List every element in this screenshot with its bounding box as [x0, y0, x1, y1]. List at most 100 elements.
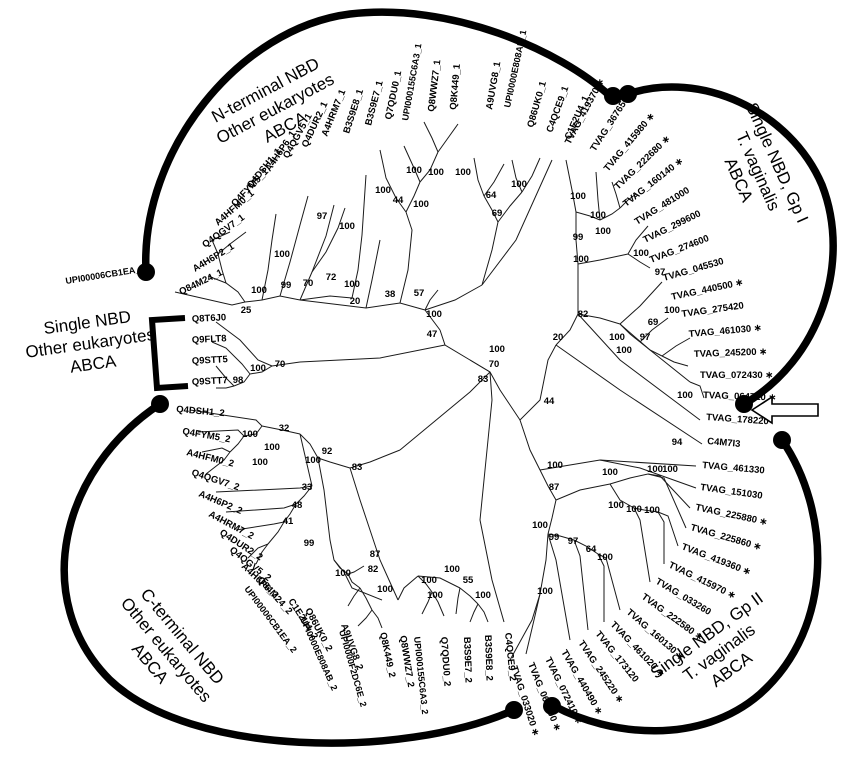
bootstrap-value: 100: [305, 455, 321, 466]
bootstrap-value: 100: [662, 464, 678, 475]
bootstrap-value: 99: [573, 232, 584, 243]
arc-n-terminal: [142, 8, 614, 276]
tip-label-Q8WWZ7_1: Q8WWZ7_1: [426, 58, 443, 112]
clade-bracket-group: [148, 315, 189, 392]
dot-n-left: [137, 263, 155, 281]
tip-label-Q4DSH1_2: Q4DSH1_2: [176, 404, 225, 419]
bootstrap-value: 100: [489, 344, 505, 355]
bootstrap-value: 100: [428, 167, 444, 178]
bootstrap-value: 100: [609, 332, 625, 343]
bootstrap-value: 38: [385, 289, 396, 300]
bootstrap-value: 70: [275, 359, 286, 370]
bootstrap-value: 100: [532, 520, 548, 531]
tip-label-Q9STT5: Q9STT5: [192, 354, 229, 367]
tip-label-Q86UK0_1: Q86UK0_1: [525, 79, 549, 128]
dot-gp2-end: [543, 697, 561, 715]
bootstrap-value: 72: [326, 272, 337, 283]
tip-label-Q4FYM5_2: Q4FYM5_2: [181, 426, 231, 445]
tip-label-B3S9E8_2: B3S9E8_2: [482, 635, 495, 681]
tip-label-Q7QDU0_2: Q7QDU0_2: [438, 636, 452, 686]
tip-label-UPI00006CB1EA_1: UPI00006CB1EA_1: [65, 263, 146, 285]
bootstrap-value: 64: [486, 190, 497, 201]
bootstrap-value: 99: [304, 538, 315, 549]
bootstrap-value: 97: [655, 267, 666, 278]
tip-label-TVAG_275420: TVAG_275420: [681, 300, 745, 320]
bootstrap-value: 100: [242, 429, 258, 440]
bootstrap-value: 100: [647, 464, 663, 475]
tip-label-TVAG_151030: TVAG_151030: [700, 482, 764, 502]
bootstrap-value: 98: [233, 375, 244, 386]
bootstrap-value: 33: [302, 482, 313, 493]
bootstrap-value: 87: [370, 549, 381, 560]
tip-label-Q8K449_1: Q8K449_1: [448, 63, 463, 110]
bootstrap-value: 92: [322, 446, 333, 457]
tip-label-TVAG_225880: TVAG_225880 ∗: [694, 502, 768, 528]
bootstrap-value: 47: [427, 329, 438, 340]
bootstrap-value: 20: [553, 332, 564, 343]
arc-gp2: [550, 436, 822, 735]
bootstrap-value: 83: [478, 374, 489, 385]
tip-label-TVAG_245200: TVAG_245200 ∗: [694, 346, 768, 360]
bootstrap-value: 70: [489, 359, 500, 370]
bootstrap-value: 99: [549, 532, 560, 543]
tree-branches: [174, 121, 705, 661]
bootstrap-value: 82: [368, 564, 379, 575]
bootstrap-value: 69: [492, 208, 503, 219]
tip-label-TVAG_461330: TVAG_461330: [702, 460, 765, 476]
bootstrap-value: 100: [274, 249, 290, 260]
bootstrap-value: 57: [414, 288, 425, 299]
bootstrap-value: 55: [463, 575, 474, 586]
pointer-arrow-icon: [750, 395, 819, 425]
pointer-arrow-group: [750, 395, 819, 425]
bootstrap-value: 99: [281, 280, 292, 291]
tip-label-C4M7I3: C4M7I3: [707, 436, 741, 450]
bootstrap-value: 97: [640, 332, 651, 343]
arc-gp1: [624, 83, 837, 408]
tip-label-A9UVG8_1: A9UVG8_1: [484, 60, 503, 110]
bootstrap-value: 97: [568, 536, 579, 547]
dot-c-start: [151, 395, 169, 413]
tip-label-Q4QGV7_2: Q4QGV7_2: [190, 467, 241, 493]
bootstrap-value: 64: [586, 544, 597, 555]
bootstrap-value: 100: [413, 199, 429, 210]
bootstrap-value: 100: [511, 179, 527, 190]
clade-title-line: ABCA: [69, 351, 118, 376]
arc-c-terminal: [60, 400, 518, 747]
bootstrap-value: 100: [570, 191, 586, 202]
tip-label-TVAG_461030: TVAG_461030 ∗: [688, 323, 762, 340]
dot-c-end: [505, 701, 523, 719]
tip-label-Q8K449_2: Q8K449_2: [377, 631, 397, 678]
bootstrap-value: 100: [597, 552, 613, 563]
bootstrap-value: 100: [664, 305, 680, 316]
tip-label-B3S9E7_2: B3S9E7_2: [461, 637, 474, 683]
bootstrap-value: 100: [339, 221, 355, 232]
bootstrap-value: 25: [241, 305, 252, 316]
bootstrap-value: 100: [406, 165, 422, 176]
bootstrap-value: 100: [547, 460, 563, 471]
bootstrap-value: 69: [648, 317, 659, 328]
bootstrap-value: 100: [426, 309, 442, 320]
dot-gp2-start: [773, 431, 791, 449]
bootstrap-value: 20: [350, 296, 361, 307]
clade-arcs-group: [60, 8, 837, 747]
bootstrap-value: 48: [292, 500, 303, 511]
bootstrap-value: 100: [427, 590, 443, 601]
tip-label-UPI000155C6A3_1: UPI000155C6A3_1: [400, 43, 423, 122]
dot-gp1-start: [619, 85, 637, 103]
tip-label-B3S9E7_1: B3S9E7_1: [363, 79, 386, 127]
bootstrap-value: 100: [475, 590, 491, 601]
bootstrap-value: 44: [393, 195, 404, 206]
tip-label-C4QCE9_2: C4QCE9_2: [502, 632, 518, 681]
bootstrap-value: 97: [317, 211, 328, 222]
bootstrap-value: 100: [421, 575, 437, 586]
dot-n-right: [604, 87, 622, 105]
tip-label-Q9STT7: Q9STT7: [192, 375, 228, 388]
bootstrap-value: 100: [250, 363, 266, 374]
bootstrap-value: 100: [616, 345, 632, 356]
bootstrap-value: 100: [633, 248, 649, 259]
